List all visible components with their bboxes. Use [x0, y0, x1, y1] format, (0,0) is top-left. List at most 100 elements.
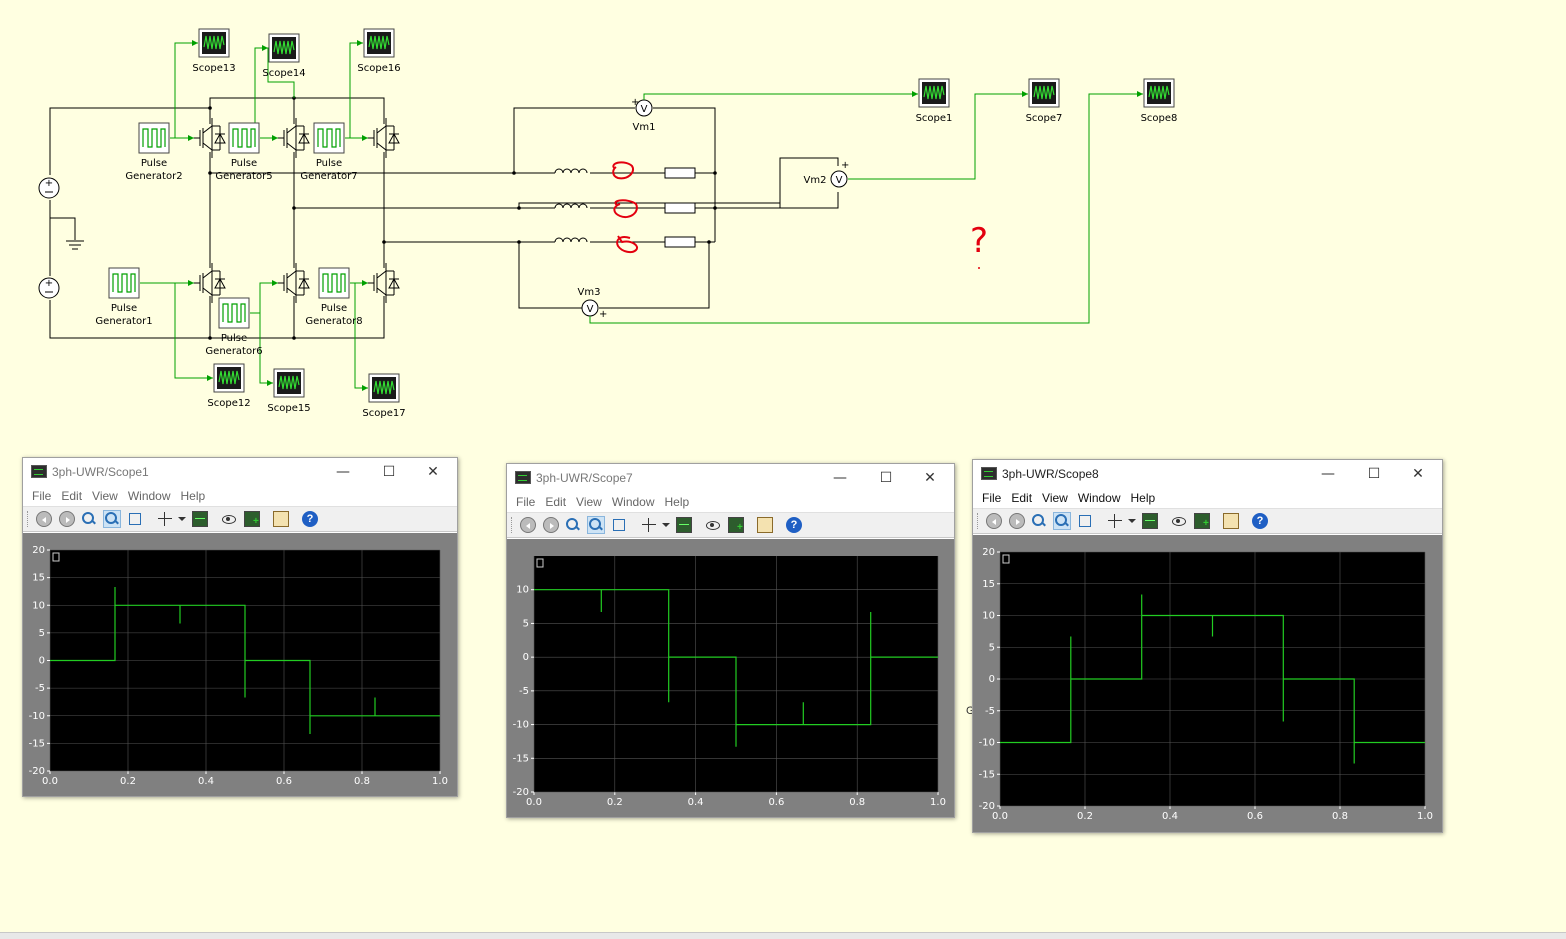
maximize-button[interactable]: ☐	[382, 464, 396, 480]
scope8-block[interactable]: Scope8	[1141, 78, 1178, 124]
menu-help[interactable]: Help	[664, 495, 690, 509]
forward-icon[interactable]	[59, 511, 75, 527]
help-icon[interactable]: ?	[302, 511, 318, 527]
add-scope-icon[interactable]	[1194, 513, 1210, 529]
cursor-icon[interactable]	[1107, 513, 1123, 529]
forward-icon[interactable]	[1009, 513, 1025, 529]
zoom-out-icon[interactable]	[1053, 512, 1071, 530]
zoom-icon[interactable]	[565, 517, 581, 533]
cursor-marker-icon[interactable]	[536, 558, 544, 568]
menu-help[interactable]: Help	[180, 489, 206, 503]
menu-view[interactable]: View	[92, 489, 118, 503]
scope17-block[interactable]: Scope17	[362, 373, 406, 419]
scope-view-icon[interactable]	[676, 517, 692, 533]
zoom-icon[interactable]	[81, 511, 97, 527]
voltmeter-vm3[interactable]: V + Vm3	[578, 287, 608, 320]
close-button[interactable]: ✕	[427, 464, 439, 480]
pulse-generator-2[interactable]: Pulse Generator2	[125, 122, 183, 182]
scope12-block[interactable]: Scope12	[207, 363, 251, 409]
help-icon[interactable]: ?	[786, 517, 802, 533]
scope7-block[interactable]: Scope7	[1026, 78, 1063, 124]
scope13-block[interactable]: Scope13	[192, 28, 236, 74]
scope15-block[interactable]: Scope15	[267, 368, 311, 414]
zoom-fit-icon[interactable]	[611, 517, 627, 533]
menu-window[interactable]: Window	[611, 495, 655, 509]
title-bar[interactable]: 3ph-UWR/Scope7 — ☐ ✕	[507, 464, 954, 492]
menu-file[interactable]: File	[982, 491, 1002, 505]
cursor-marker-icon[interactable]	[1002, 554, 1010, 564]
chevron-down-icon[interactable]	[174, 511, 186, 527]
minimize-button[interactable]: —	[336, 464, 350, 480]
back-icon[interactable]	[520, 517, 536, 533]
maximize-button[interactable]: ☐	[879, 470, 893, 486]
zoom-fit-icon[interactable]	[1077, 513, 1093, 529]
zoom-out-icon[interactable]	[103, 510, 121, 528]
scope1-block[interactable]: Scope1	[916, 78, 953, 124]
scope1-window[interactable]: 3ph-UWR/Scope1 — ☐ ✕ File Edit View Window H…	[22, 457, 458, 797]
menu-window[interactable]: Window	[1077, 491, 1121, 505]
menu-window[interactable]: Window	[127, 489, 171, 503]
close-button[interactable]: ✕	[1412, 466, 1424, 482]
pulse-generator-5[interactable]: Pulse Generator5	[215, 122, 273, 182]
pulse-generator-7[interactable]: Pulse Generator7	[300, 122, 358, 182]
eye-icon[interactable]	[1171, 513, 1187, 529]
cursor-marker-icon[interactable]	[52, 552, 60, 562]
scope7-window[interactable]: 3ph-UWR/Scope7 — ☐ ✕ File Edit View Window H…	[506, 463, 955, 818]
properties-icon[interactable]	[757, 517, 773, 533]
zoom-fit-icon[interactable]	[127, 511, 143, 527]
properties-icon[interactable]	[1223, 513, 1239, 529]
eye-icon[interactable]	[221, 511, 237, 527]
cursor-icon[interactable]	[641, 517, 657, 533]
voltmeter-vm1[interactable]: V + Vm1	[631, 97, 655, 133]
chevron-down-icon[interactable]	[658, 517, 670, 533]
menu-edit[interactable]: Edit	[1011, 491, 1033, 505]
menu-view[interactable]: View	[1042, 491, 1068, 505]
minimize-button[interactable]: —	[833, 470, 847, 486]
voltmeter-vm2[interactable]: V + Vm2	[804, 160, 850, 188]
zoom-icon[interactable]	[1031, 513, 1047, 529]
maximize-button[interactable]: ☐	[1367, 466, 1381, 482]
toolbar-grip[interactable]	[977, 513, 980, 529]
inductors[interactable]	[554, 168, 588, 243]
menu-file[interactable]: File	[32, 489, 52, 503]
scope14-block[interactable]: Scope14	[262, 33, 306, 79]
eye-icon[interactable]	[705, 517, 721, 533]
title-bar[interactable]: 3ph-UWR/Scope8 — ☐ ✕	[973, 460, 1442, 488]
minimize-button[interactable]: —	[1321, 466, 1335, 482]
scope8-window[interactable]: 3ph-UWR/Scope8 — ☐ ✕ File Edit View Window H…	[972, 459, 1443, 833]
add-scope-icon[interactable]	[244, 511, 260, 527]
menu-file[interactable]: File	[516, 495, 536, 509]
toolbar-grip[interactable]	[511, 517, 514, 533]
menu-view[interactable]: View	[576, 495, 602, 509]
dc-source-upper[interactable]: +	[38, 177, 60, 199]
zoom-out-icon[interactable]	[587, 516, 605, 534]
help-icon[interactable]: ?	[1252, 513, 1268, 529]
menu-edit[interactable]: Edit	[61, 489, 83, 503]
chevron-down-icon[interactable]	[1124, 513, 1136, 529]
properties-icon[interactable]	[273, 511, 289, 527]
pulse-generator-1[interactable]: Pulse Generator1	[95, 267, 153, 327]
cursor-icon[interactable]	[157, 511, 173, 527]
resistors[interactable]	[664, 167, 696, 248]
back-icon[interactable]	[36, 511, 52, 527]
scope-view-icon[interactable]	[192, 511, 208, 527]
toolbar-grip[interactable]	[27, 511, 30, 527]
title-bar[interactable]: 3ph-UWR/Scope1 — ☐ ✕	[23, 458, 457, 486]
scope-view-icon[interactable]	[1142, 513, 1158, 529]
add-scope-icon[interactable]	[728, 517, 744, 533]
menu-edit[interactable]: Edit	[545, 495, 567, 509]
dc-source-lower[interactable]: +	[38, 277, 60, 299]
close-button[interactable]: ✕	[924, 470, 936, 486]
pulse-generator-8[interactable]: Pulse Generator8	[305, 267, 363, 327]
pulse-generator-6[interactable]: Pulse Generator6	[205, 297, 263, 357]
back-icon[interactable]	[986, 513, 1002, 529]
scope16-block[interactable]: Scope16	[357, 28, 401, 74]
menu-help[interactable]: Help	[1130, 491, 1156, 505]
forward-icon[interactable]	[543, 517, 559, 533]
